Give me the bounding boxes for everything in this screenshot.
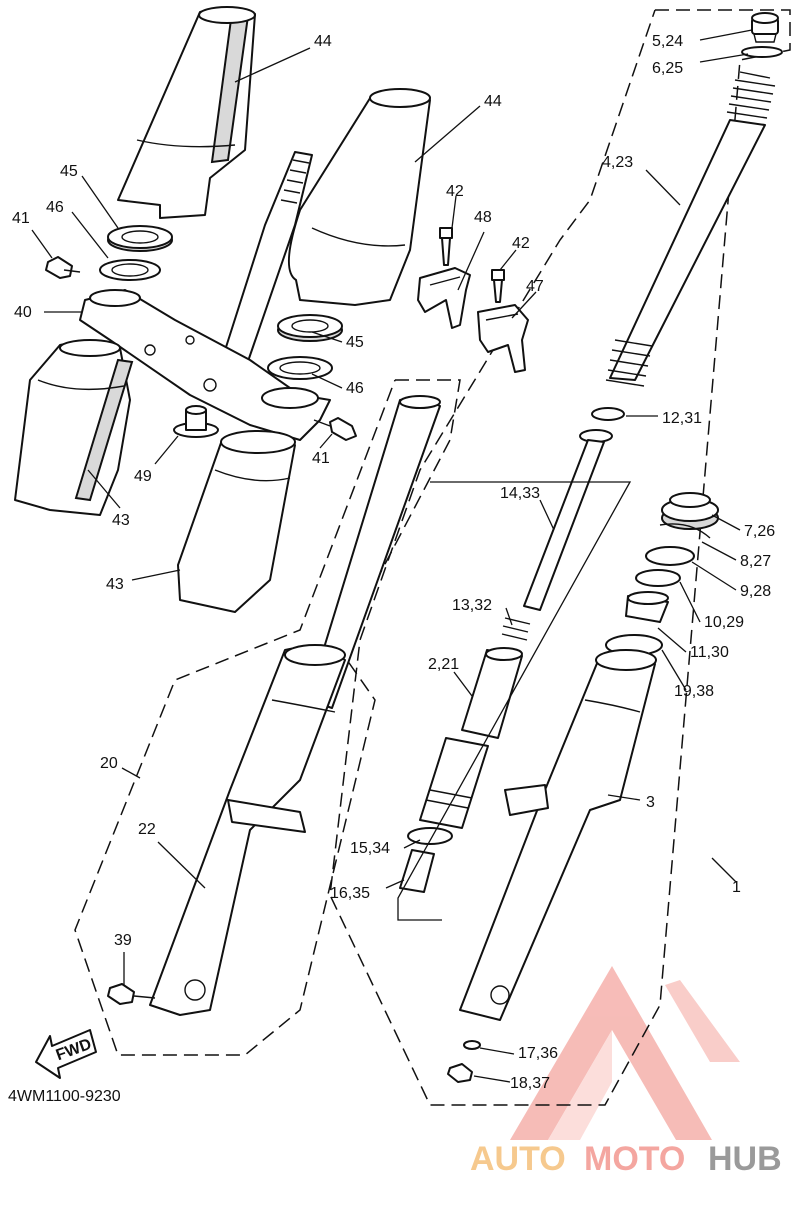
callout-46-a: 46 bbox=[46, 199, 64, 216]
callout-4-23: 4,23 bbox=[602, 154, 633, 171]
watermark-text: AUTO MOTO HUB bbox=[470, 1140, 782, 1178]
dust-seal-45-left bbox=[107, 225, 173, 252]
callout-12-31: 12,31 bbox=[662, 410, 702, 427]
callout-3: 3 bbox=[646, 794, 655, 811]
callout-42-a: 42 bbox=[446, 183, 464, 200]
watermark-logo bbox=[510, 966, 740, 1140]
spacer-2-21 bbox=[461, 647, 523, 739]
collar-16-35 bbox=[399, 849, 435, 893]
callout-42-b: 42 bbox=[512, 235, 530, 252]
callout-45-a: 45 bbox=[60, 163, 78, 180]
callout-16-35: 16,35 bbox=[330, 885, 370, 902]
callout-44-a: 44 bbox=[314, 33, 332, 50]
callout-49: 49 bbox=[134, 468, 152, 485]
fwd-arrow-icon bbox=[35, 1029, 97, 1079]
callout-45-b: 45 bbox=[346, 334, 364, 351]
brake-hose-holder-47 bbox=[477, 304, 529, 373]
assembly-outline-right bbox=[329, 9, 791, 1106]
callout-18-37: 18,37 bbox=[510, 1075, 550, 1092]
dust-seal-45-right bbox=[277, 314, 343, 342]
watermark-hub: HUB bbox=[708, 1140, 782, 1178]
callout-11-30: 11,30 bbox=[690, 644, 729, 661]
callout-40: 40 bbox=[14, 304, 32, 321]
screw-42-right bbox=[491, 269, 505, 303]
callout-46-b: 46 bbox=[346, 380, 364, 397]
callout-43-b: 43 bbox=[106, 576, 124, 593]
spring-13-32 bbox=[501, 617, 531, 641]
washer-9-28 bbox=[645, 546, 695, 566]
callout-44-b: 44 bbox=[484, 93, 502, 110]
callout-1: 1 bbox=[732, 879, 741, 896]
o-ring-6-25 bbox=[741, 46, 783, 58]
bolt-41-left bbox=[45, 256, 81, 279]
bolt-39 bbox=[107, 983, 156, 1005]
fork-cover-lower-right bbox=[177, 430, 296, 613]
callout-15-34: 15,34 bbox=[350, 840, 390, 857]
inner-tube-left bbox=[307, 395, 441, 709]
spring-upper-4-23 bbox=[609, 71, 776, 381]
callout-19-38: 19,38 bbox=[674, 683, 714, 700]
outer-tube-left bbox=[149, 644, 346, 1016]
callout-8-27: 8,27 bbox=[740, 553, 771, 570]
watermark-moto: MOTO bbox=[584, 1140, 685, 1178]
callout-41-a: 41 bbox=[12, 210, 30, 227]
callout-13-32: 13,32 bbox=[452, 597, 492, 614]
part-code: 4WM1100-9230 bbox=[8, 1088, 121, 1105]
callout-10-29: 10,29 bbox=[704, 614, 744, 631]
callout-43-a: 43 bbox=[112, 512, 130, 529]
fork-cover-upper-right bbox=[287, 88, 431, 306]
clip-8-27 bbox=[659, 523, 711, 539]
callout-7-26: 7,26 bbox=[744, 523, 775, 540]
screw-42-left bbox=[439, 227, 453, 266]
leader-lines bbox=[31, 29, 753, 1083]
fork-cover-upper-left bbox=[117, 6, 256, 219]
washer-17-36 bbox=[463, 1040, 481, 1050]
washer-46-left bbox=[99, 259, 161, 281]
callout-6-25: 6,25 bbox=[652, 60, 683, 77]
under-bracket bbox=[79, 289, 331, 441]
callout-5-24: 5,24 bbox=[652, 33, 683, 50]
callout-41-b: 41 bbox=[312, 450, 330, 467]
callout-22: 22 bbox=[138, 821, 156, 838]
callout-48: 48 bbox=[474, 209, 492, 226]
callout-17-36: 17,36 bbox=[518, 1045, 558, 1062]
fork-cover-lower-left bbox=[14, 339, 134, 516]
piston-ring-assembly bbox=[419, 737, 489, 829]
slide-metal-11-30 bbox=[625, 591, 669, 623]
inner-tube-right bbox=[459, 649, 657, 1021]
brake-hose-holder-48 bbox=[417, 267, 471, 329]
spring-lower bbox=[605, 339, 653, 387]
callout-9-28: 9,28 bbox=[740, 583, 771, 600]
washer-12-31 bbox=[591, 407, 625, 421]
assembly-outline-left bbox=[74, 379, 461, 1056]
bolt-41-right bbox=[313, 417, 357, 441]
callout-labels: 44 44 45 46 41 40 45 46 43 43 49 41 42 4… bbox=[12, 33, 775, 1092]
bolt-18-37 bbox=[447, 1063, 473, 1083]
damper-rod-14-33 bbox=[523, 429, 613, 611]
washer-46-right bbox=[267, 356, 333, 380]
callout-2-21: 2,21 bbox=[428, 656, 459, 673]
watermark-auto: AUTO bbox=[470, 1140, 566, 1178]
collar-49 bbox=[173, 405, 219, 438]
slide-metal-10-29 bbox=[635, 569, 681, 587]
callout-47: 47 bbox=[526, 278, 544, 295]
cap-bolt-5-24 bbox=[751, 12, 779, 43]
callout-14-33: 14,33 bbox=[500, 485, 540, 502]
callout-39: 39 bbox=[114, 932, 132, 949]
callout-20: 20 bbox=[100, 755, 118, 772]
